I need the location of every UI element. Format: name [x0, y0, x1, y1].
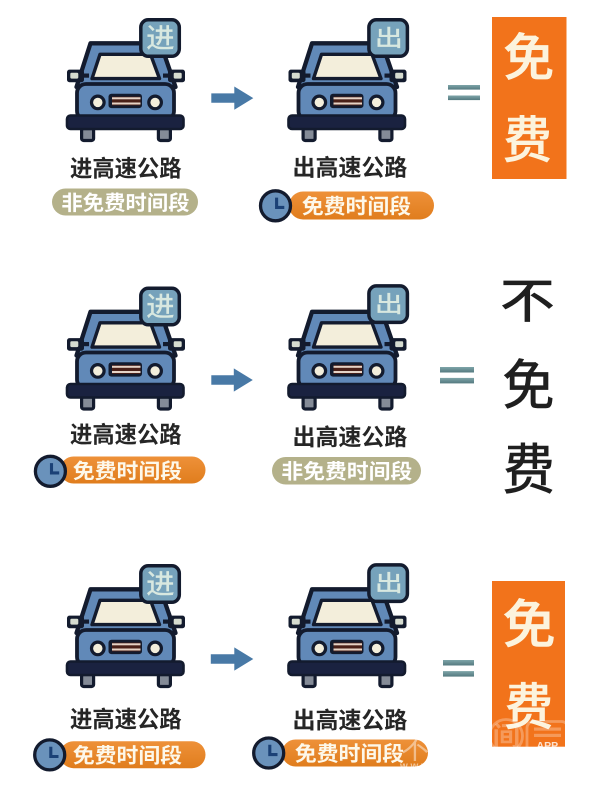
svg-text:APP: APP [537, 740, 559, 752]
svg-text:w w w: w w w [399, 761, 429, 772]
